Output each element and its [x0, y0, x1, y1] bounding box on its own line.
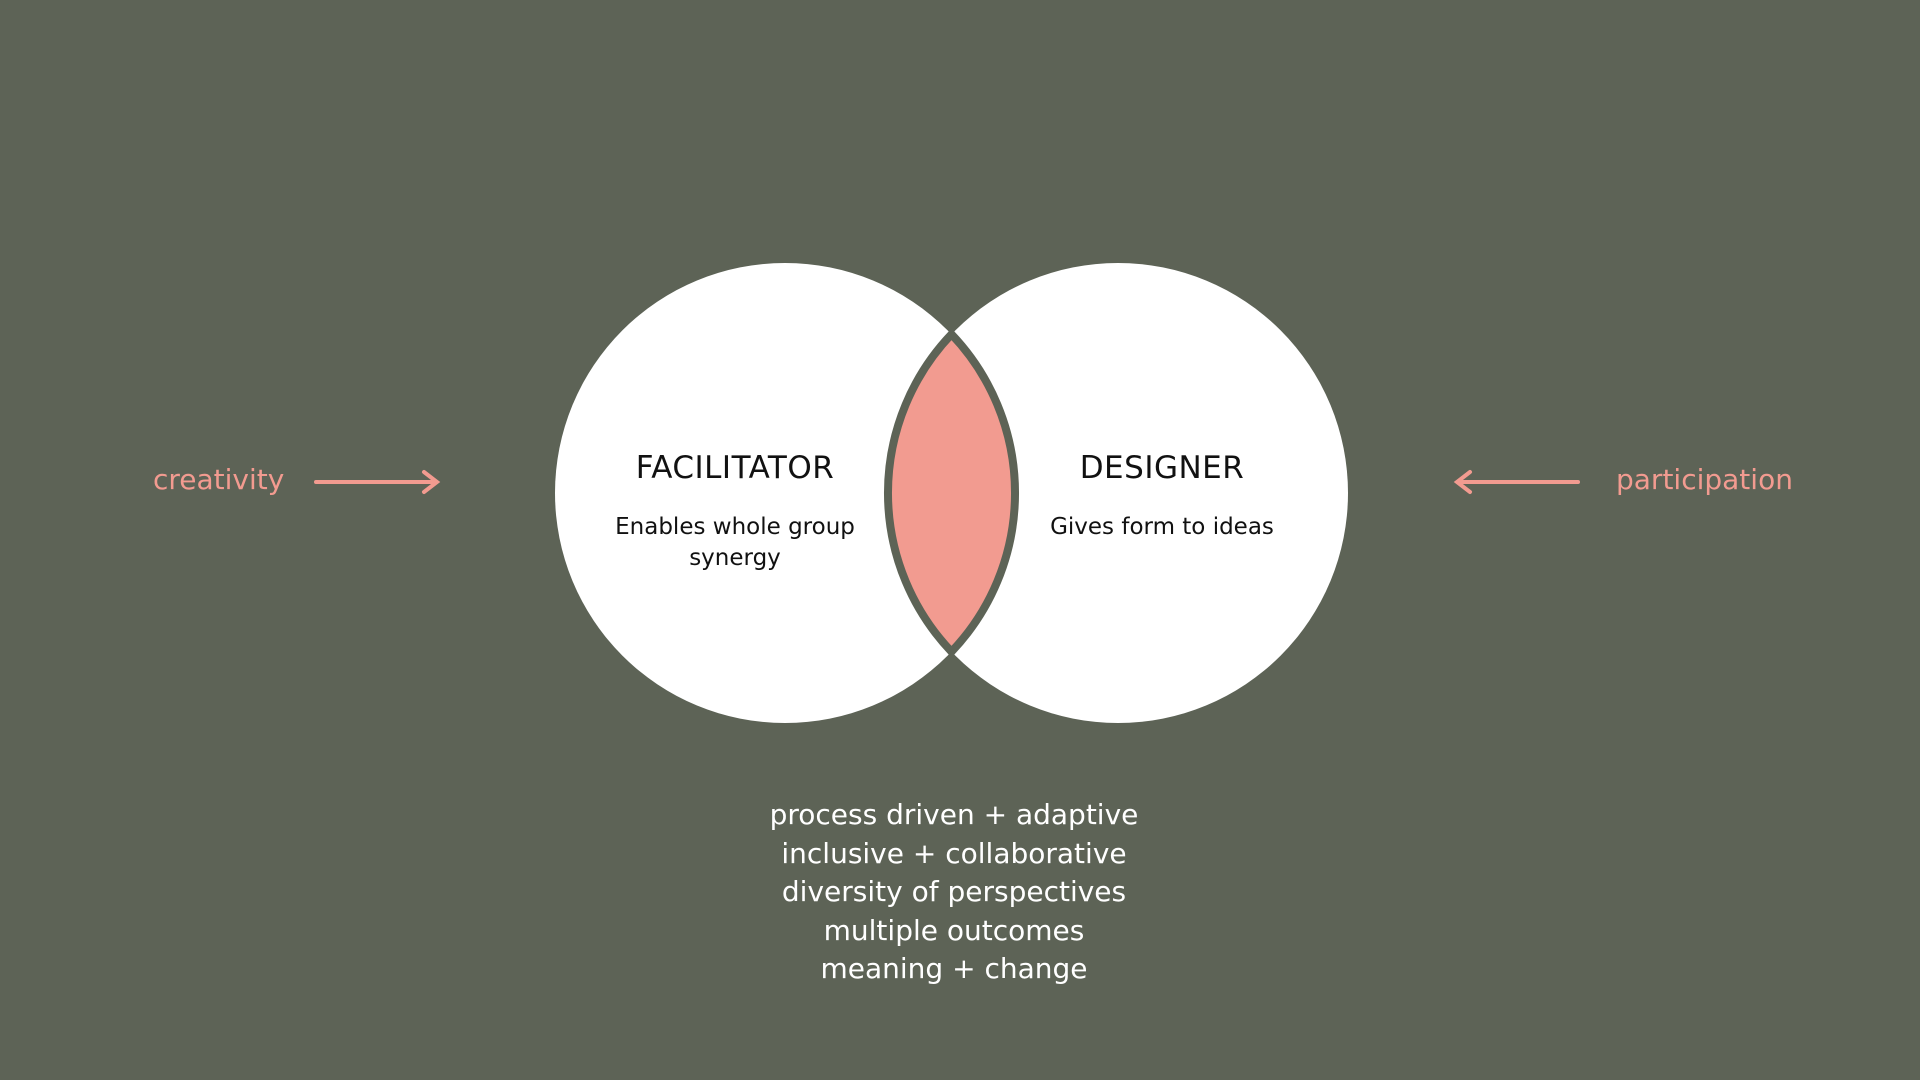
designer-title: DESIGNER — [1079, 450, 1245, 486]
quality-item: diversity of perspectives — [781, 875, 1127, 908]
creativity-label: creativity — [153, 463, 285, 496]
quality-item: inclusive + collaborative — [781, 836, 1127, 870]
designer-description: Gives form to ideas — [1050, 514, 1274, 540]
left-arrow-icon — [1453, 470, 1580, 494]
overlap-lens — [883, 328, 1020, 658]
facilitator-description: Enables whole group synergy — [615, 514, 855, 571]
facilitator-circle — [555, 263, 1015, 723]
qualities-list: process driven + adaptive inclusive + co… — [770, 796, 1139, 989]
participation-label: participation — [1616, 463, 1793, 496]
quality-item: process driven + adaptive — [769, 798, 1139, 831]
right-arrow-icon — [314, 470, 441, 494]
quality-item: multiple outcomes — [823, 913, 1085, 947]
quality-item: meaning + change — [820, 952, 1088, 985]
designer-circle — [888, 263, 1348, 723]
facilitator-title: FACILITATOR — [635, 450, 835, 486]
